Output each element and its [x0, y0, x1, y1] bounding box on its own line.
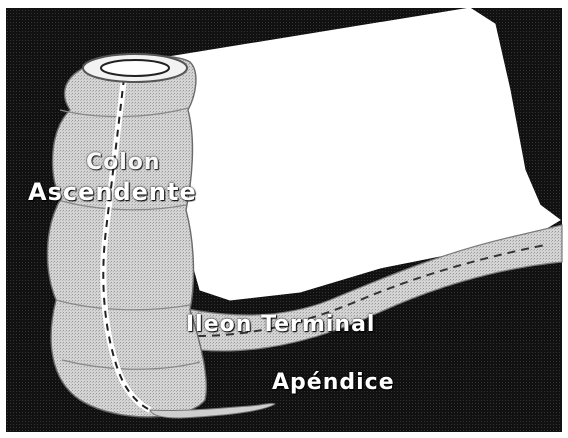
label-ileon-terminal: Ileon Terminal [186, 312, 375, 337]
label-colon: Colon [86, 150, 161, 175]
label-apendice: Apéndice [272, 370, 395, 395]
ascending-colon [47, 56, 206, 417]
colon-lumen [101, 60, 169, 76]
label-ascendente: Ascendente [28, 178, 197, 206]
